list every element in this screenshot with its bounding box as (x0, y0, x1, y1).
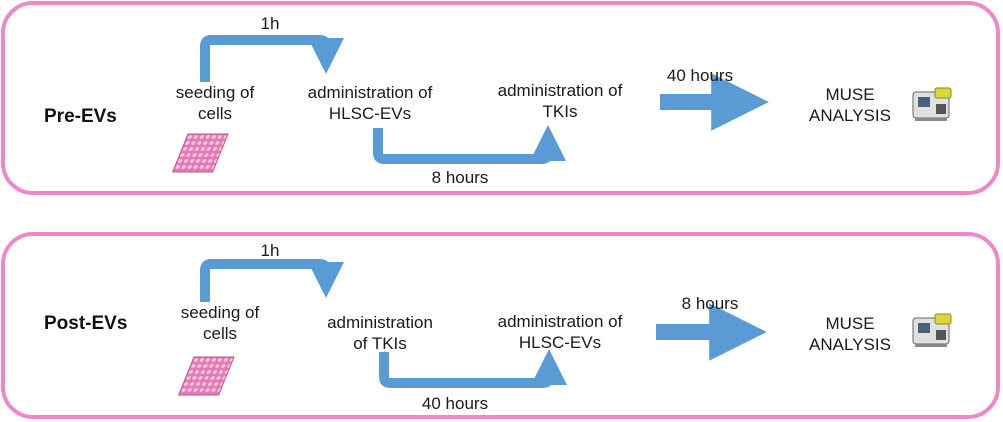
time-interval-label: 40 hours (421, 394, 489, 413)
muse-analysis-label: MUSE ANALYSIS (809, 314, 891, 354)
muse-analysis-label: MUSE ANALYSIS (809, 85, 891, 125)
step-administration-label: administration of TKIs (327, 313, 433, 353)
well-plate-icon (171, 133, 229, 173)
step-seeding-label: seeding of cells (180, 303, 260, 343)
muse-instrument-icon (912, 87, 952, 121)
step-administration-label: administration of HLSC-EVs (497, 312, 623, 352)
time-1h-label: 1h (260, 241, 280, 260)
pre-evs-1h-arrow (200, 35, 344, 82)
pre-evs-8h-arrow (373, 125, 566, 164)
step-administration-label: administration of TKIs (497, 81, 623, 121)
well-plate-icon (177, 356, 235, 396)
time-final-label: 40 hours (666, 66, 734, 85)
time-interval-label: 8 hours (431, 168, 489, 187)
row-title-pre-evs: Pre-EVs (44, 106, 117, 127)
step-administration-label: administration of HLSC-EVs (307, 83, 433, 123)
muse-instrument-icon (912, 313, 952, 347)
step-seeding-label: seeding of cells (175, 83, 255, 123)
post-evs-40h-arrow (379, 349, 567, 388)
row-title-post-evs: Post-EVs (44, 313, 128, 334)
pre-evs-panel-border (1, 1, 1000, 195)
post-evs-panel (1, 232, 1000, 419)
time-1h-label: 1h (260, 14, 280, 33)
post-evs-panel-border (1, 232, 1000, 419)
time-final-label: 8 hours (681, 294, 739, 313)
pre-evs-panel (1, 1, 1000, 195)
post-evs-1h-arrow (200, 259, 344, 302)
